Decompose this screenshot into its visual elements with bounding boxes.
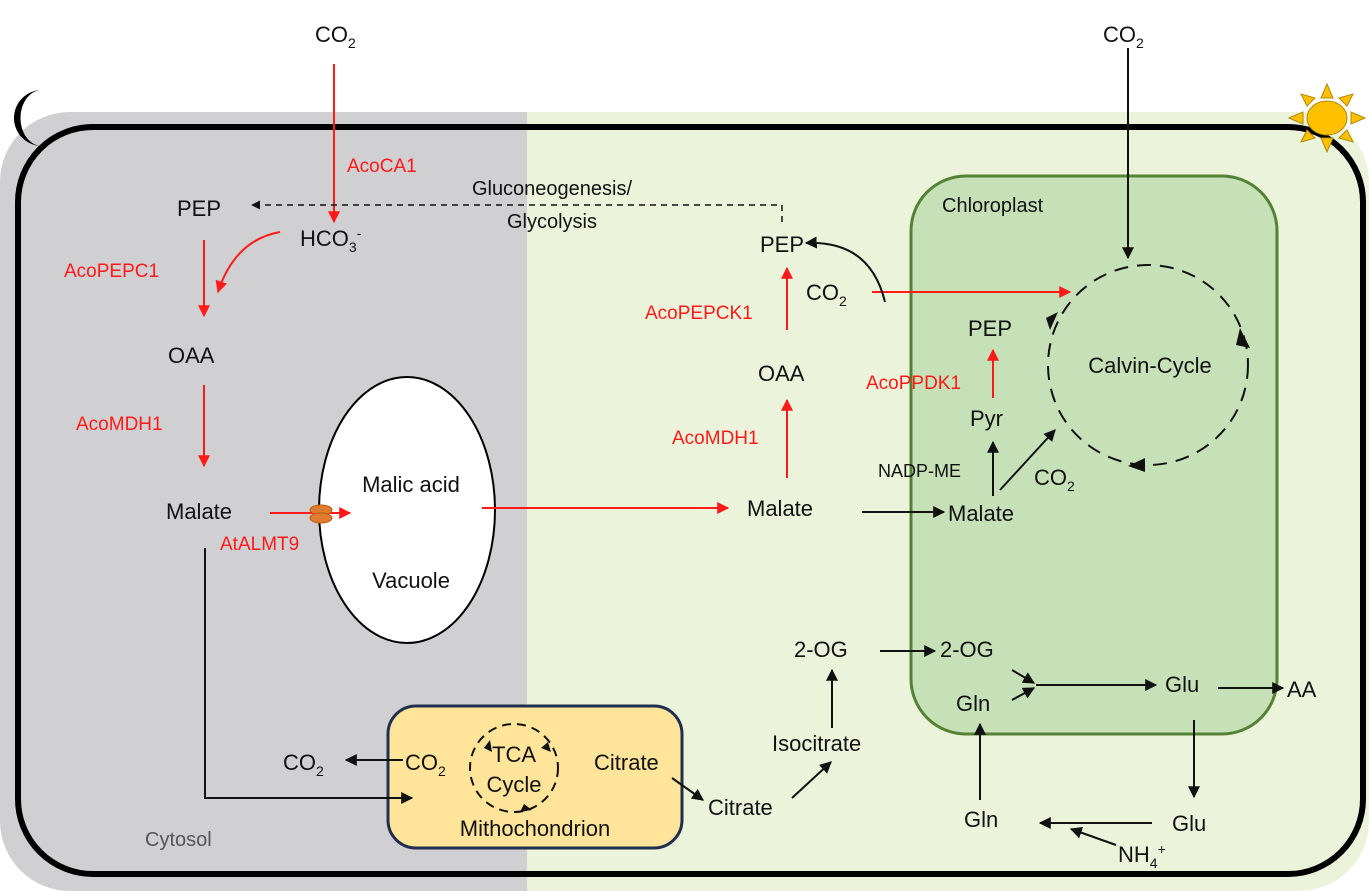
chl-co2: CO2 (1034, 465, 1075, 494)
enzyme-acomdh1-night: AcoMDH1 (76, 414, 163, 435)
enzyme-acopepc1: AcoPEPC1 (64, 261, 159, 282)
pepck-co2: CO2 (806, 280, 847, 309)
chl-malate: Malate (948, 501, 1014, 526)
gln-to-gogat-arrow (1011, 687, 1036, 701)
gluconeogenesis-label: Gluconeogenesis/ (472, 178, 633, 200)
cycle-label: Cycle (486, 772, 541, 797)
co2-out: CO2 (283, 750, 324, 779)
tca-cycle (469, 723, 559, 813)
malate-to-mitochondrion-arrow (204, 548, 414, 804)
hco3: HCO3- (300, 225, 362, 255)
isocitrate: Isocitrate (772, 731, 861, 756)
nh4: NH4+ (1118, 841, 1166, 871)
vacuole (318, 376, 496, 644)
2og-chloroplast: 2-OG (940, 637, 994, 662)
day-oaa: OAA (758, 361, 805, 386)
glu-chloroplast: Glu (1165, 672, 1199, 697)
chl-pep: PEP (968, 316, 1012, 341)
enzyme-acopepck1: AcoPEPCK1 (645, 303, 753, 324)
almt9-transporter-icon (309, 504, 333, 524)
enzyme-atalmt9: AtALMT9 (220, 534, 299, 555)
vacuole-label: Vacuole (372, 568, 450, 593)
co2-release-arrow (999, 429, 1056, 491)
night-co2: CO2 (315, 22, 356, 51)
calvin-cycle (1046, 264, 1250, 472)
amino-acids: AA (1287, 677, 1317, 702)
glycolysis-label: Glycolysis (507, 211, 597, 233)
gln-cytosol: Gln (964, 807, 998, 832)
citrate-mito: Citrate (594, 750, 659, 775)
citrate-cytosol: Citrate (708, 795, 773, 820)
citrate-export-arrow (671, 777, 704, 801)
sun-icon (1287, 82, 1367, 154)
enzyme-acomdh1-day: AcoMDH1 (672, 428, 759, 449)
night-malate: Malate (166, 499, 232, 524)
day-pep: PEP (760, 232, 804, 257)
chloroplast (909, 174, 1279, 736)
gluconeogenesis-arrow (251, 200, 783, 222)
chl-pep-to-pep-arrow (804, 236, 886, 303)
tca-label: TCA (492, 742, 536, 767)
night-pep: PEP (177, 196, 221, 221)
citrate-to-isocitrate-arrow (791, 761, 832, 799)
mitochondrion (386, 704, 684, 850)
cytosol-label: Cytosol (145, 829, 212, 851)
gln-chloroplast: Gln (956, 691, 990, 716)
day-co2: CO2 (1103, 22, 1144, 51)
2og-cytosol: 2-OG (794, 637, 848, 662)
day-malate: Malate (747, 496, 813, 521)
nadp-me-label: NADP-ME (878, 461, 961, 481)
calvin-cycle-label: Calvin-Cycle (1088, 353, 1211, 378)
chloroplast-label: Chloroplast (942, 195, 1044, 217)
nh4-arrow (1069, 826, 1117, 846)
night-oaa: OAA (168, 343, 215, 368)
enzyme-acoca1: AcoCA1 (347, 156, 417, 177)
enzyme-acoppdk1: AcoPPDK1 (866, 373, 961, 394)
moon-icon (13, 89, 43, 146)
co2-in-mito: CO2 (405, 750, 446, 779)
pyr: Pyr (970, 406, 1003, 431)
2og-to-gogat-arrow (1011, 669, 1036, 684)
malic-acid-label: Malic acid (362, 472, 460, 497)
cell-membrane (15, 124, 1366, 877)
glu-cytosol: Glu (1172, 811, 1206, 836)
hco3-to-oaa-arrow (215, 231, 281, 294)
mitochondrion-label: Mithochondrion (460, 816, 610, 841)
